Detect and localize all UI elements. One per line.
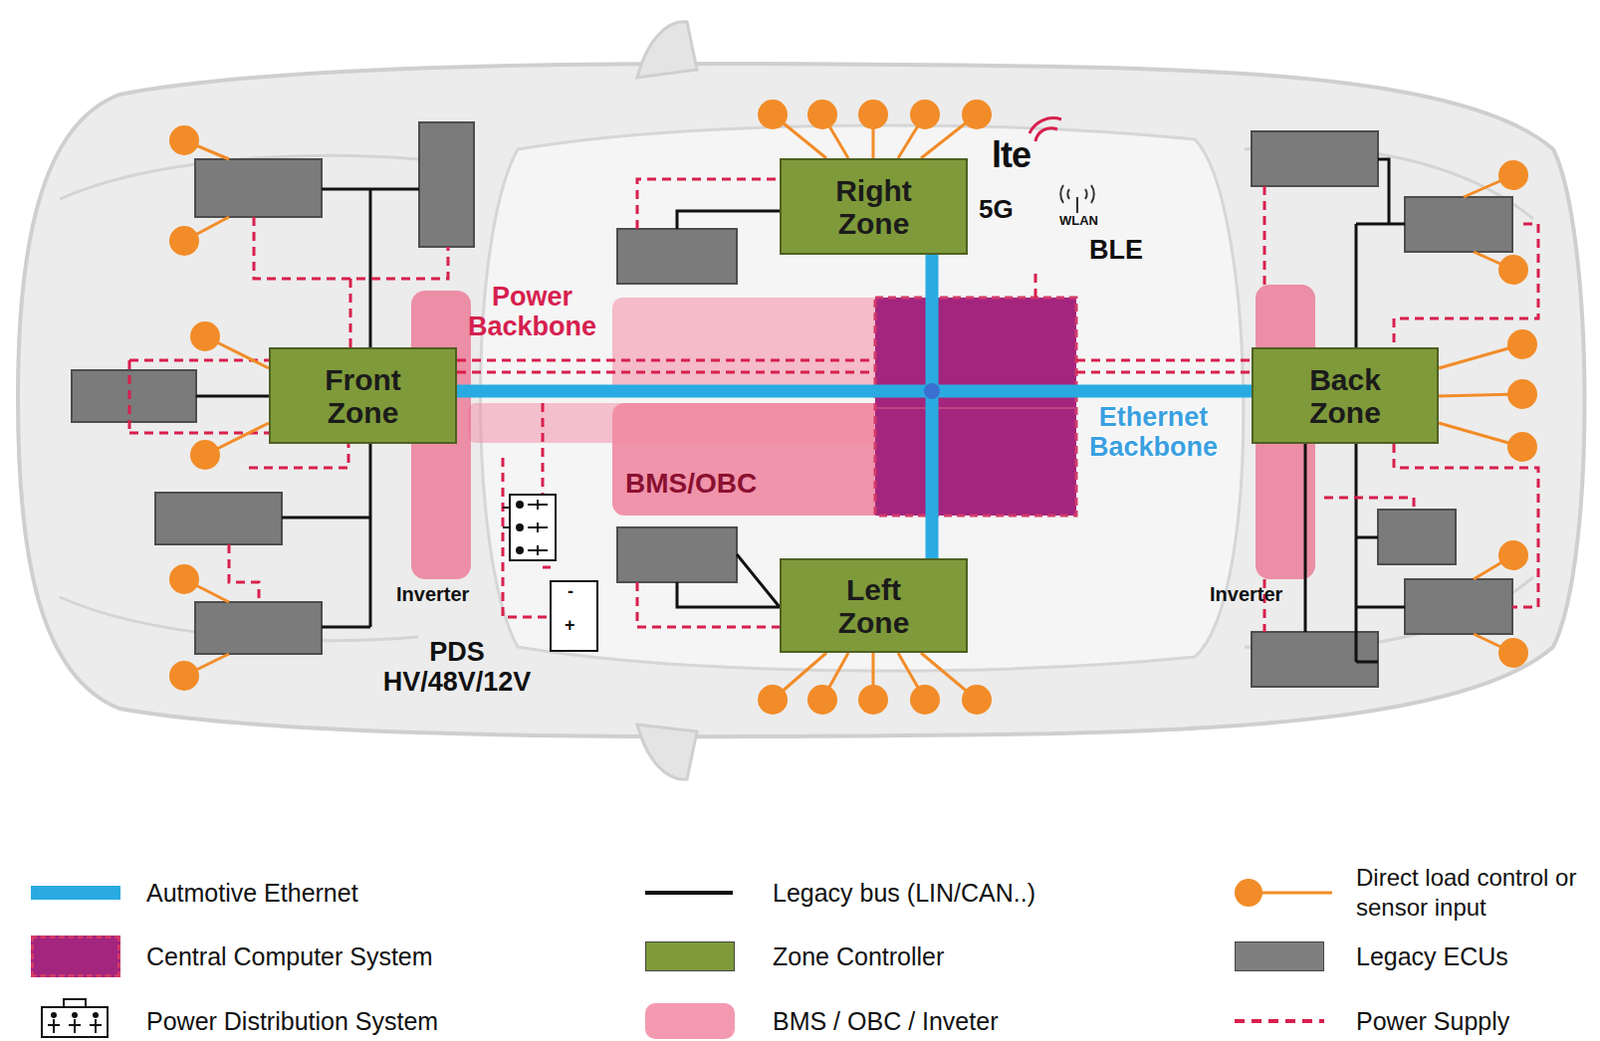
legend-swatch [1234, 941, 1325, 972]
battery-symbol [550, 581, 598, 652]
load-dot [169, 564, 200, 595]
legend-text: Power Distribution System [146, 1006, 439, 1037]
bms-obc-band: BMS/OBC [625, 459, 865, 508]
pds-sample-pin [89, 1024, 102, 1027]
load-dot [910, 685, 940, 715]
power-backbone-band [467, 403, 887, 444]
network-label: WLAN [1059, 213, 1099, 229]
load-dot [169, 661, 200, 691]
zone-controller: Front Zone [268, 347, 458, 445]
part-label: Inverter [396, 583, 469, 606]
load-dot [1498, 254, 1529, 285]
load-dot [961, 685, 992, 715]
pds-connector [502, 494, 556, 561]
zone-controller: Right Zone [779, 158, 968, 255]
pds-sample-pin [92, 1012, 99, 1019]
pin-label: + [564, 615, 576, 636]
legend-text: BMS / OBC / Inveter [772, 1006, 998, 1037]
load-dot [1498, 638, 1529, 669]
ethernet-backbone [457, 385, 1252, 399]
pds-sample-pin [71, 1012, 78, 1019]
node-label: BMS/OBC [625, 467, 757, 500]
legend-swatch [645, 941, 735, 972]
node-label: Right Zone [835, 174, 913, 240]
load-dot [757, 685, 788, 715]
load-dot [858, 99, 889, 130]
pin-label: - [567, 581, 574, 602]
backbone-label: Ethernet Backbone [1089, 402, 1218, 462]
legacy-bus [196, 159, 1405, 663]
legend-pds-sample [41, 999, 108, 1038]
pds-sample-tab [63, 999, 86, 1008]
load-dot [190, 440, 221, 470]
part-label-text: PDS HV/48V/12V [383, 637, 532, 697]
node-label: Left Zone [838, 573, 911, 640]
legend-text: Legacy ECUs [1356, 941, 1509, 972]
power-backbone-band [612, 297, 912, 398]
load-dot [757, 99, 788, 130]
node-label: Back Zone [1309, 363, 1381, 430]
load-dot [169, 125, 200, 156]
load-dot [858, 685, 889, 715]
pds-sample-box [41, 1007, 108, 1038]
legend-dash-sample [1234, 1019, 1325, 1024]
legend-text: Legacy bus (LIN/CAN..) [772, 878, 1036, 909]
mirror [637, 21, 697, 780]
load-dot [169, 226, 200, 256]
network-label: 5G [978, 195, 1014, 225]
pds-sample-pin [50, 1012, 57, 1019]
pds-sample-pin [68, 1024, 81, 1027]
car-body [17, 63, 1586, 737]
legend-swatch [30, 886, 121, 901]
load-dot [807, 685, 838, 715]
load-dot [807, 99, 838, 130]
legend-text: Direct load control or sensor input [1356, 863, 1594, 923]
node-label: Front Zone [324, 363, 402, 430]
legend-text: Central Computer System [146, 941, 434, 972]
legend-swatch [30, 935, 121, 978]
part-label: PDS HV/48V/12V [362, 637, 552, 697]
pds-sample-pin [47, 1024, 60, 1027]
ethernet-backbone [925, 254, 939, 559]
part-label: Inverter [1209, 583, 1283, 606]
legend-text: Autmotive Ethernet [146, 878, 359, 909]
load-dot [1498, 160, 1529, 191]
network-label: BLE [1089, 234, 1143, 265]
load-dot [961, 99, 992, 130]
load-dot [1507, 379, 1538, 410]
lte-logo: lte [991, 135, 1031, 176]
zone-controller: Back Zone [1251, 347, 1439, 445]
antenna-icon [1060, 185, 1095, 214]
load-dot [1498, 540, 1529, 571]
backbone-junction [923, 383, 940, 400]
legend-dot-sample [1234, 879, 1263, 908]
zone-controller: Left Zone [779, 558, 968, 654]
central-divider [875, 407, 1077, 410]
load-dot [1507, 432, 1538, 462]
legend-text: Zone Controller [772, 941, 944, 972]
central-computer [875, 297, 1077, 516]
legacy-ecus [71, 122, 1513, 687]
load-dot [190, 321, 221, 352]
signal-icon [1029, 118, 1062, 142]
load-dot [1507, 329, 1538, 360]
load-dot [910, 99, 940, 130]
car-cabin [480, 125, 1244, 672]
legend-text: Power Supply [1356, 1006, 1510, 1037]
legend-swatch [645, 1003, 735, 1040]
legend-line-sample [645, 891, 733, 896]
backbone-label: Power Backbone [467, 281, 597, 342]
